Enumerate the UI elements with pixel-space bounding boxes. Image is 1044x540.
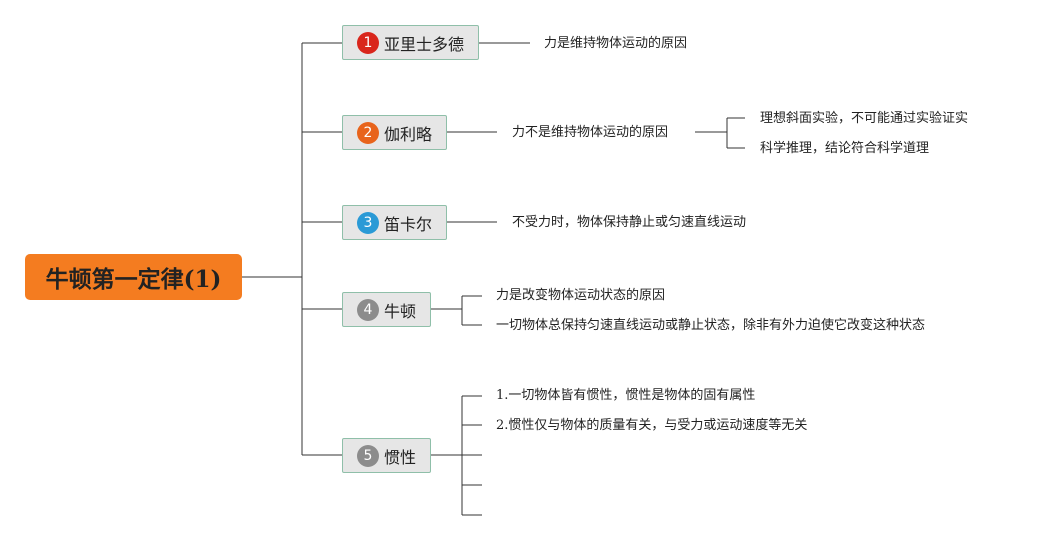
- leaf-item: 一切物体总保持匀速直线运动或静止状态，除非有外力迫使它改变这种状态: [496, 318, 926, 333]
- leaf-item: 力不是维持物体运动的原因: [512, 125, 669, 140]
- number-badge-2: 2: [357, 121, 379, 144]
- branch-label: 亚里士多德: [384, 34, 465, 54]
- branch-newton[interactable]: 4 牛顿: [342, 292, 431, 327]
- leaf-item: 2.惯性仅与物体的质量有关，与受力或运动速度等无关: [496, 418, 808, 433]
- leaf-item: 1.一切物体皆有惯性，惯性是物体的固有属性: [496, 388, 756, 403]
- leaf-item: 不受力时，物体保持静止或匀速直线运动: [512, 215, 747, 230]
- branch-label: 伽利略: [384, 124, 433, 144]
- branch-inertia[interactable]: 5 惯性: [342, 438, 431, 473]
- branch-label: 惯性: [384, 447, 417, 467]
- number-badge-5: 5: [357, 444, 379, 467]
- number-badge-3: 3: [357, 211, 379, 234]
- branch-aristotle[interactable]: 1 亚里士多德: [342, 25, 479, 60]
- branch-descartes[interactable]: 3 笛卡尔: [342, 205, 447, 240]
- leaf-item: 力是维持物体运动的原因: [544, 36, 688, 51]
- branch-label: 牛顿: [384, 301, 417, 321]
- sub-leaf-item: 科学推理，结论符合科学道理: [760, 141, 930, 156]
- leaf-item: 力是改变物体运动状态的原因: [496, 288, 666, 303]
- branch-label: 笛卡尔: [384, 214, 433, 234]
- number-badge-4: 4: [357, 298, 379, 321]
- root-title: 牛顿第一定律(1): [45, 266, 222, 293]
- root-topic[interactable]: 牛顿第一定律(1): [25, 254, 242, 300]
- number-badge-1: 1: [357, 31, 379, 54]
- branch-galileo[interactable]: 2 伽利略: [342, 115, 447, 150]
- sub-leaf-item: 理想斜面实验，不可能通过实验证实: [760, 111, 969, 126]
